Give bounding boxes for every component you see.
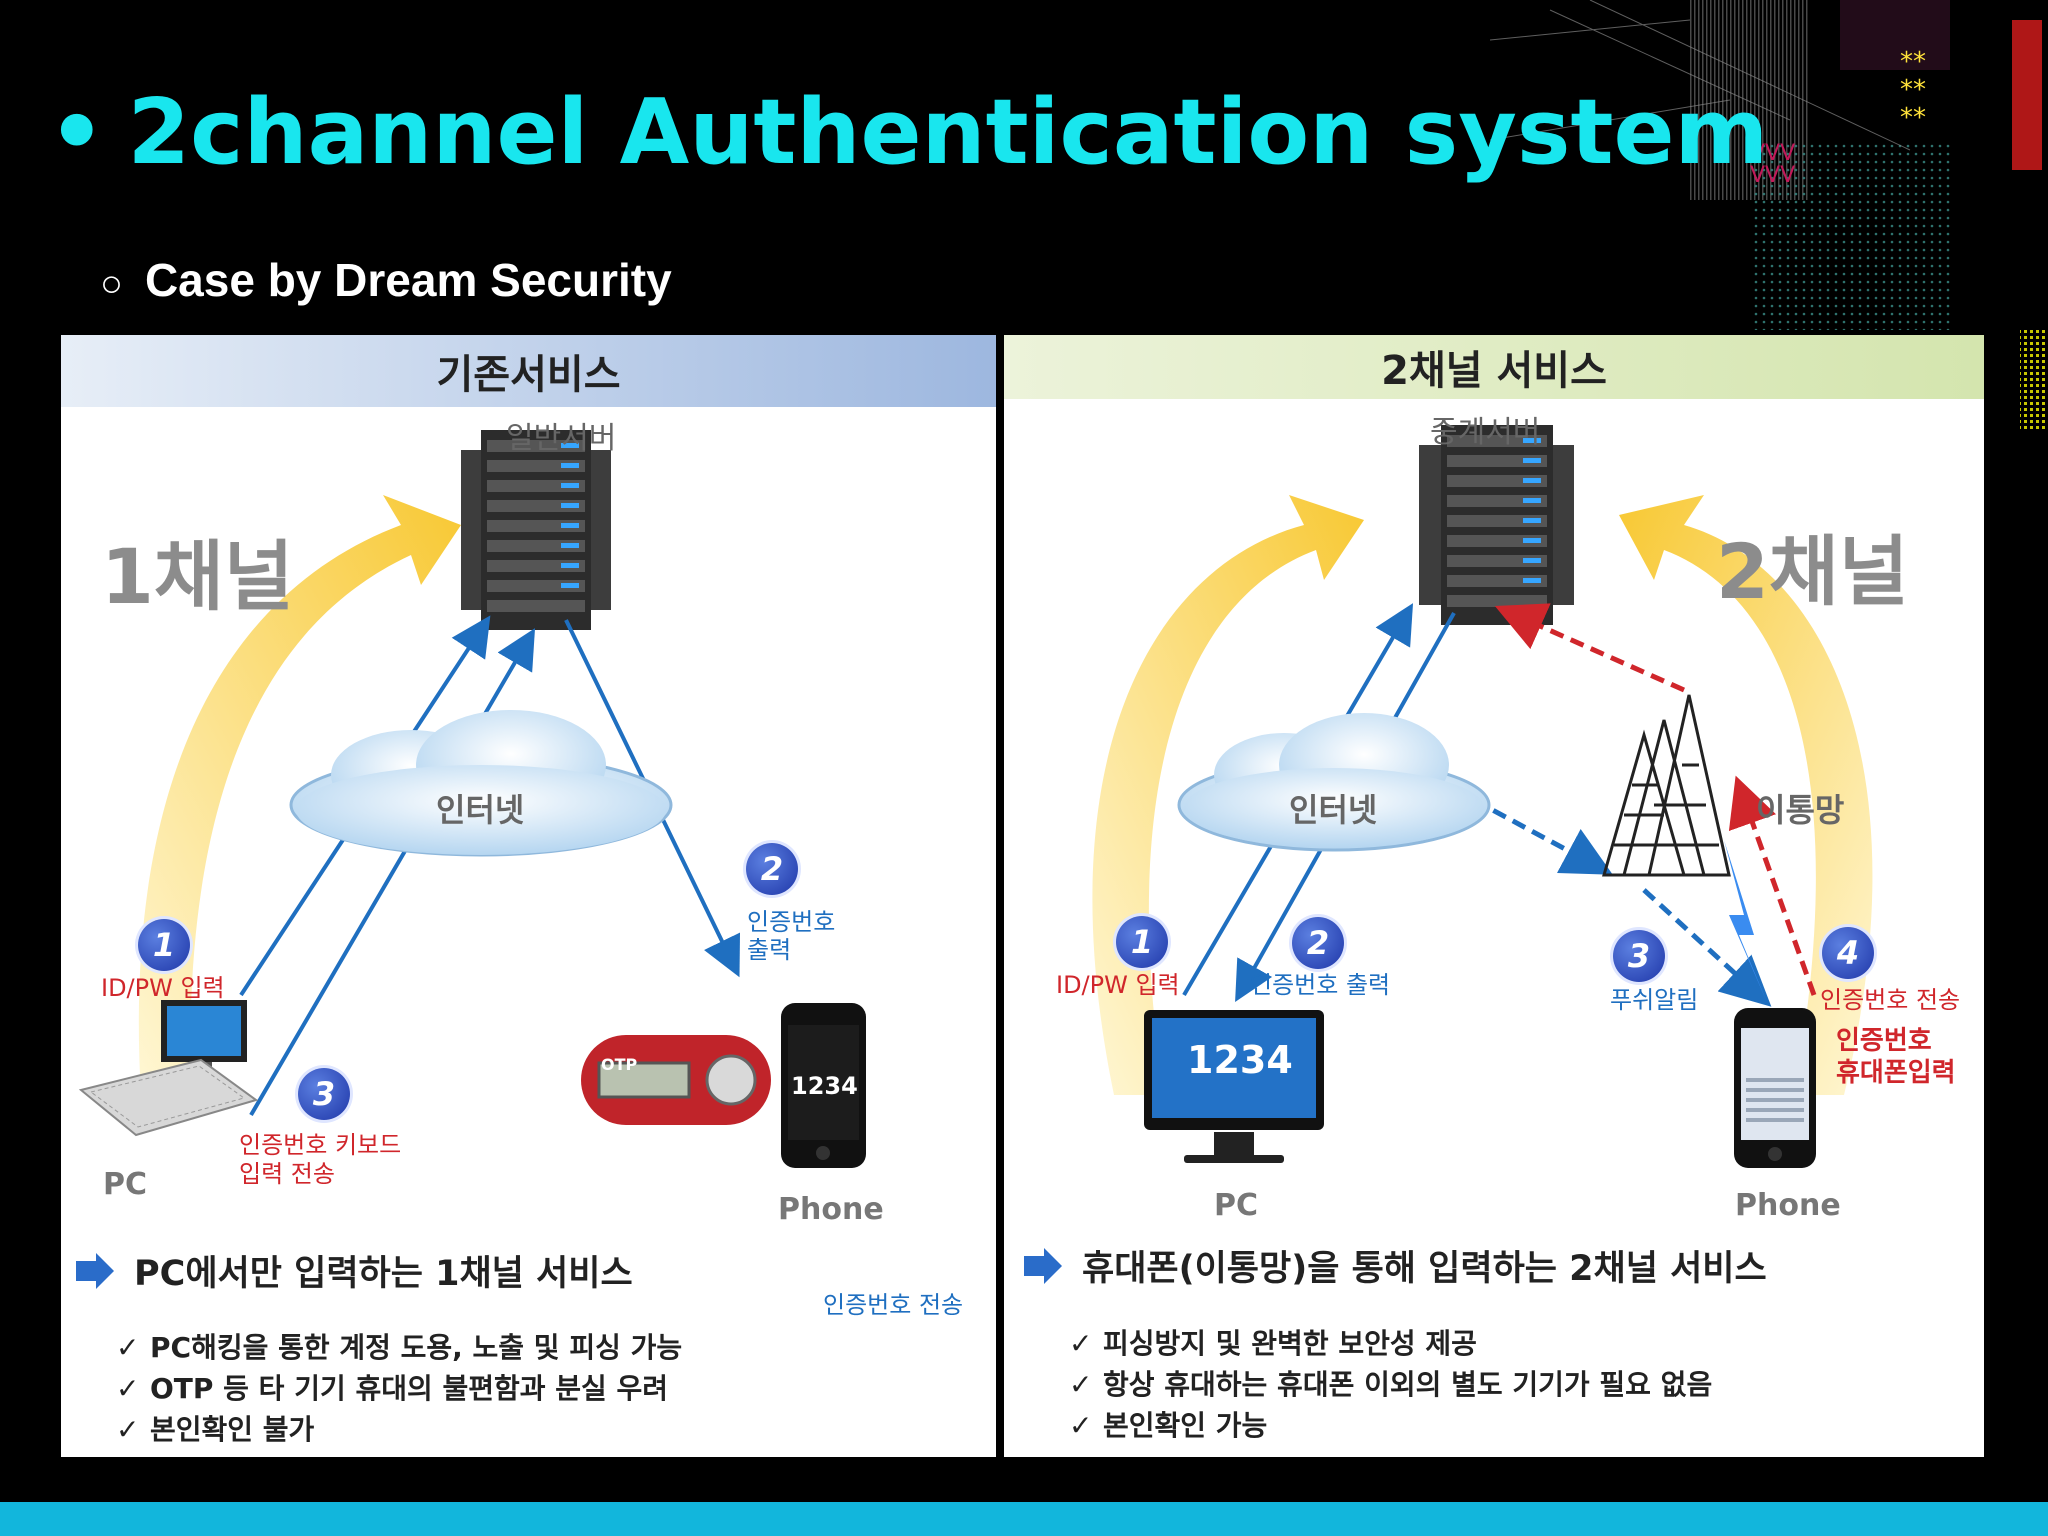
step-1-label: ID/PW 입력 <box>101 974 225 1002</box>
step-1-label: ID/PW 입력 <box>1056 971 1180 999</box>
slide-title: •2channel Authentication system <box>48 78 1768 188</box>
cloud-label: 인터넷 <box>1289 791 1378 829</box>
server-label: 중계서버 <box>1430 415 1541 450</box>
slide-subtitle: ○ Case by Dream Security <box>100 252 672 312</box>
two-channel-diagram <box>1092 425 1873 1168</box>
smartphone-icon <box>1734 1008 1816 1168</box>
internet-cloud-icon <box>1177 713 1491 852</box>
two-channel-service-panel: 2채널 서비스 <box>1004 335 1984 1457</box>
check-icon: ✓ <box>116 1372 140 1405</box>
cell-tower-icon <box>1602 694 1731 877</box>
monitor-icon <box>1144 1010 1324 1163</box>
existing-issues-list: ✓PC해킹을 통한 계정 도용, 노출 및 피싱 가능 ✓OTP 등 타 기기 … <box>116 1327 682 1450</box>
check-icon: ✓ <box>1069 1368 1093 1401</box>
svg-text:**: ** <box>1900 103 1926 133</box>
server-label: 일반서버 <box>506 421 617 456</box>
list-item: ✓항상 휴대하는 휴대폰 이외의 별도 기기가 필요 없음 <box>1069 1364 1712 1405</box>
summary-2channel: 휴대폰(이통망)을 통해 입력하는 2채널 서비스 <box>1022 1240 1767 1291</box>
svg-text:**: ** <box>1900 75 1926 105</box>
step-2-label: 인증번호 출력 <box>1250 971 1391 999</box>
phone-icon <box>781 1003 866 1168</box>
pc-label: PC <box>1214 1188 1259 1223</box>
check-icon: ✓ <box>1069 1409 1093 1442</box>
side-note: 인증번호 전송 <box>823 1291 964 1319</box>
step-2-label-line1: 인증번호 <box>747 908 836 936</box>
step-4-badge: 4 <box>1822 927 1874 979</box>
check-icon: ✓ <box>116 1413 140 1446</box>
phone-input-label: 인증번호 휴대폰입력 <box>1836 1025 1956 1089</box>
phone-label: Phone <box>1735 1188 1841 1223</box>
step-3-badge: 3 <box>1613 930 1665 982</box>
cloud-label: 인터넷 <box>436 791 525 829</box>
summary-existing-text: PC에서만 입력하는 1채널 서비스 <box>134 1254 633 1294</box>
step-3-label: 푸쉬알림 <box>1610 986 1699 1014</box>
otp-token-icon <box>581 1035 771 1125</box>
step-2-label-line2: 출력 <box>747 936 792 964</box>
check-icon: ✓ <box>1069 1327 1093 1360</box>
arrow-right-icon <box>1024 1247 1062 1284</box>
step-2-badge: 2 <box>746 843 798 895</box>
step-1-badge: 1 <box>1116 916 1168 968</box>
two-channel-benefits-list: ✓피싱방지 및 완벽한 보안성 제공 ✓항상 휴대하는 휴대폰 이외의 별도 기… <box>1069 1323 1712 1446</box>
check-icon: ✓ <box>116 1331 140 1364</box>
list-item: ✓본인확인 가능 <box>1069 1405 1712 1446</box>
pc-icon <box>78 1000 259 1137</box>
monitor-code: 1234 <box>1187 1038 1293 1082</box>
step-3-badge: 3 <box>298 1068 350 1120</box>
list-item: ✓피싱방지 및 완벽한 보안성 제공 <box>1069 1323 1712 1364</box>
mobile-network-label: 이통망 <box>1756 791 1845 829</box>
subtitle-bullet: ○ <box>100 263 123 305</box>
phone-input-line2: 휴대폰입력 <box>1836 1058 1956 1088</box>
step-3-label-line1: 인증번호 키보드 <box>239 1131 402 1159</box>
existing-service-diagram <box>78 430 866 1168</box>
title-text: 2channel Authentication system <box>127 80 1769 185</box>
step-2-badge: 2 <box>1292 917 1344 969</box>
internet-cloud-icon <box>289 710 673 857</box>
subtitle-text: Case by Dream Security <box>144 254 672 306</box>
summary-existing: PC에서만 입력하는 1채널 서비스 <box>74 1245 633 1296</box>
panel-header-existing: 기존서비스 <box>61 335 996 407</box>
arrow-right-icon <box>76 1252 114 1289</box>
general-server-icon <box>461 430 611 630</box>
summary-2channel-text: 휴대폰(이통망)을 통해 입력하는 2채널 서비스 <box>1082 1249 1767 1289</box>
bottom-accent-bar <box>0 1502 2048 1536</box>
title-bullet: • <box>48 80 106 185</box>
decorative-corner-graphic: ** ** ** VVV VVV <box>1490 0 2048 430</box>
panel-header-2channel: 2채널 서비스 <box>1004 335 1984 399</box>
phone-code: 1234 <box>791 1072 858 1100</box>
step-3-label-line2: 입력 전송 <box>239 1160 335 1188</box>
channel-2-label: 2채널 <box>1716 527 1909 616</box>
svg-text:**: ** <box>1900 47 1926 77</box>
phone-input-line1: 인증번호 <box>1836 1026 1932 1056</box>
list-item: ✓PC해킹을 통한 계정 도용, 노출 및 피싱 가능 <box>116 1327 682 1368</box>
step-1-badge: 1 <box>138 919 190 971</box>
step-3-label: 인증번호 키보드 입력 전송 <box>239 1131 401 1189</box>
channel-left-arrow <box>1092 495 1364 1095</box>
list-item: ✓본인확인 불가 <box>116 1409 682 1450</box>
step-2-label: 인증번호 출력 <box>747 908 835 964</box>
svg-text:VVV: VVV <box>1750 163 1795 188</box>
otp-brand: OTP <box>601 1055 638 1074</box>
phone-label: Phone <box>778 1192 884 1227</box>
svg-text:VVV: VVV <box>1750 141 1795 166</box>
pc-label: PC <box>103 1167 148 1202</box>
step-4-label: 인증번호 전송 <box>1820 986 1961 1014</box>
channel-2-arrow <box>1619 495 1873 1095</box>
channel-1-label: 1채널 <box>101 532 294 621</box>
existing-service-panel: 기존서비스 <box>61 335 996 1457</box>
list-item: ✓OTP 등 타 기기 휴대의 불편함과 분실 우려 <box>116 1368 682 1409</box>
relay-server-icon <box>1419 425 1574 625</box>
